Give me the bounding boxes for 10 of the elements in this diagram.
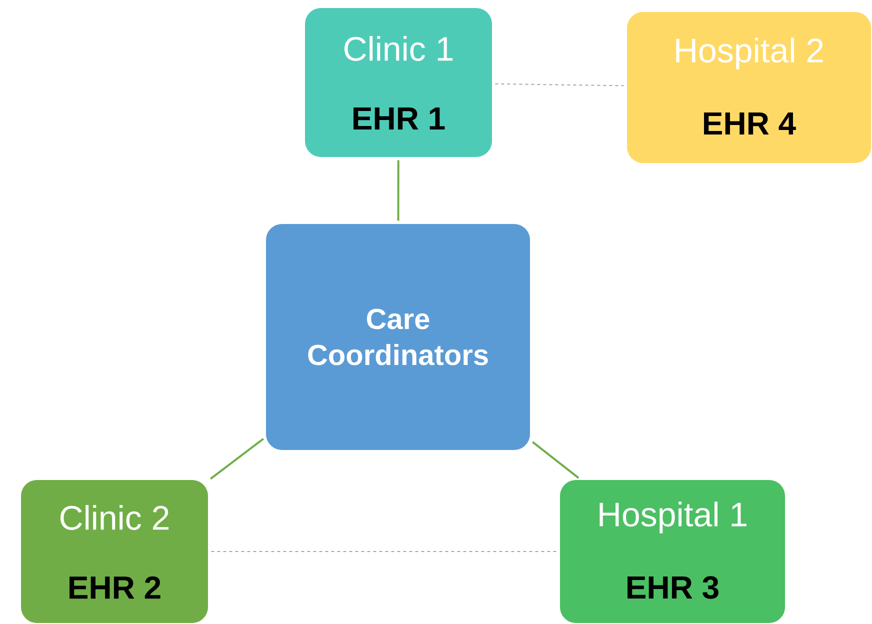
connector-line — [210, 438, 264, 480]
dashed-connector — [210, 551, 558, 552]
node-box: Hospital 1 EHR 3 — [560, 480, 785, 623]
connector-line — [532, 441, 580, 479]
dashed-connector — [494, 83, 624, 86]
node-box: Clinic 2 EHR 2 — [21, 480, 208, 623]
connector-line — [397, 160, 400, 221]
node-box: Care Coordinators — [266, 224, 530, 450]
node-box: Hospital 2 EHR 4 — [627, 12, 871, 163]
node-box: Clinic 1 EHR 1 — [305, 8, 492, 157]
